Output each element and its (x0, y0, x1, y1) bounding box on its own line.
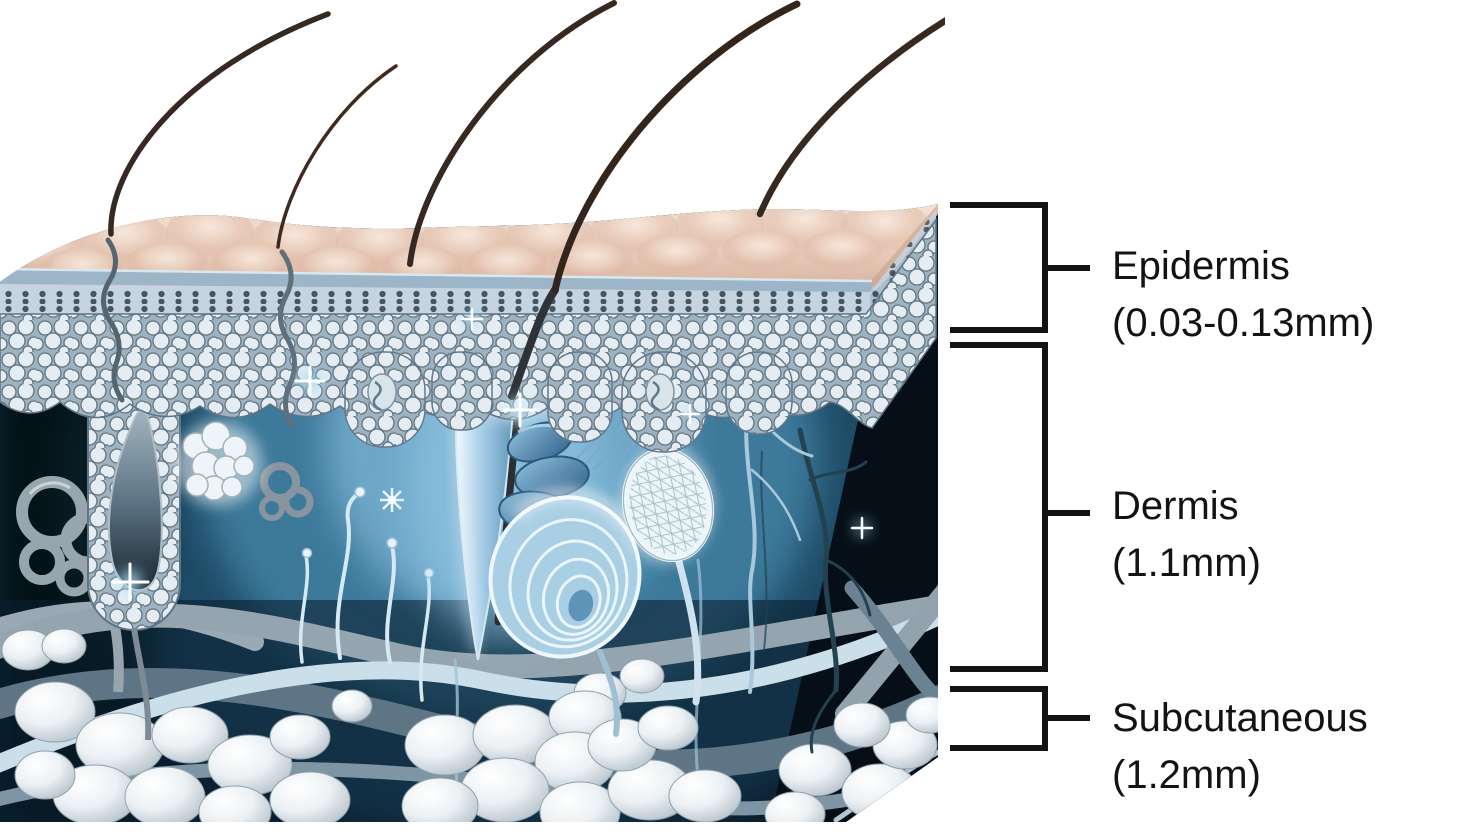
fat-lobules (1, 628, 938, 822)
free-nerve-ending (380, 488, 404, 512)
surface-bumps (0, 204, 929, 288)
subcutaneous-label-measurement: (1.2mm) (1112, 753, 1261, 797)
epidermis-bracket-tick (1048, 265, 1090, 271)
gland-bulb (621, 447, 715, 706)
dermis-label-title: Dermis (1112, 484, 1239, 528)
epidermis-label-measurement: (0.03-0.13mm) (1112, 301, 1375, 345)
hair-roots (101, 237, 559, 429)
subcutaneous-label-title: Subcutaneous (1112, 696, 1368, 740)
hair-strands (108, 0, 945, 294)
dermis-bracket (950, 342, 1048, 672)
subcutaneous-bracket (950, 686, 1048, 751)
sebaceous-gland (174, 421, 262, 506)
pacinian-corpuscle (488, 489, 642, 659)
sweat-gland-coil-small (259, 462, 314, 521)
dermis-label-measurement: (1.1mm) (1112, 541, 1261, 585)
epidermis-surface (0, 204, 938, 290)
capillary-branches (760, 427, 872, 754)
meissner-corpuscles (367, 373, 675, 412)
dermis-bracket-tick (1048, 510, 1090, 516)
subcutaneous-bracket-tick (1048, 715, 1090, 721)
epidermis-label: Epidermis (0.03-0.13mm) (1112, 238, 1374, 352)
subcutaneous-label: Subcutaneous (1.2mm) (1112, 690, 1368, 804)
pacinian-corpuscle-stalk (597, 649, 621, 737)
dermis-label: Dermis (1.1mm) (1112, 478, 1261, 592)
epidermis-bracket (950, 202, 1048, 333)
hair-follicle-left (87, 361, 181, 741)
block-right-face (770, 300, 938, 822)
sparkles (294, 307, 874, 540)
epidermis-label-title: Epidermis (1112, 244, 1290, 288)
skin-illustration (0, 0, 945, 822)
